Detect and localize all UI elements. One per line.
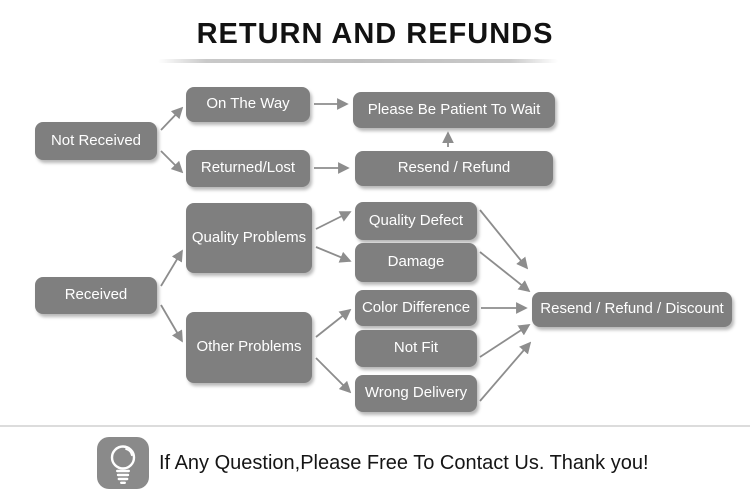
node-on-the-way: On The Way bbox=[186, 87, 310, 122]
node-resend-refund-discount: Resend / Refund / Discount bbox=[532, 292, 732, 327]
arrow-notfit-result bbox=[479, 324, 531, 358]
node-quality-problems: Quality Problems bbox=[186, 203, 312, 273]
arrow-received-otherproblems bbox=[160, 304, 183, 343]
node-received: Received bbox=[35, 277, 157, 314]
light-bulb-icon bbox=[97, 437, 149, 489]
arrow-qualityproblems-damage bbox=[315, 246, 352, 263]
arrow-received-qualityproblems bbox=[160, 249, 183, 287]
footer: If Any Question,Please Free To Contact U… bbox=[97, 437, 649, 489]
node-wrong-delivery: Wrong Delivery bbox=[355, 375, 477, 412]
node-damage: Damage bbox=[355, 243, 477, 282]
footer-divider bbox=[0, 425, 750, 427]
node-please-be-patient: Please Be Patient To Wait bbox=[353, 92, 555, 128]
node-returned-lost: Returned/Lost bbox=[186, 150, 310, 187]
page-title: RETURN AND REFUNDS bbox=[196, 18, 554, 50]
node-color-difference: Color Difference bbox=[355, 290, 477, 326]
arrow-otherproblems-colordifference bbox=[315, 308, 352, 338]
arrow-damage-result bbox=[479, 251, 531, 293]
arrow-notreceived-returnedlost bbox=[160, 150, 184, 174]
node-not-fit: Not Fit bbox=[355, 330, 477, 367]
arrow-notreceived-ontheway bbox=[160, 106, 184, 131]
title-underline bbox=[158, 59, 558, 63]
node-not-received: Not Received bbox=[35, 122, 157, 160]
arrow-wrongdelivery-result bbox=[479, 341, 532, 402]
arrow-qualitydefect-result bbox=[479, 209, 529, 270]
arrow-qualityproblems-qualitydefect bbox=[315, 211, 352, 230]
node-quality-defect: Quality Defect bbox=[355, 202, 477, 240]
arrow-otherproblems-wrongdelivery bbox=[315, 357, 352, 394]
footer-message: If Any Question,Please Free To Contact U… bbox=[159, 451, 649, 474]
node-resend-refund: Resend / Refund bbox=[355, 151, 553, 186]
node-other-problems: Other Problems bbox=[186, 312, 312, 383]
